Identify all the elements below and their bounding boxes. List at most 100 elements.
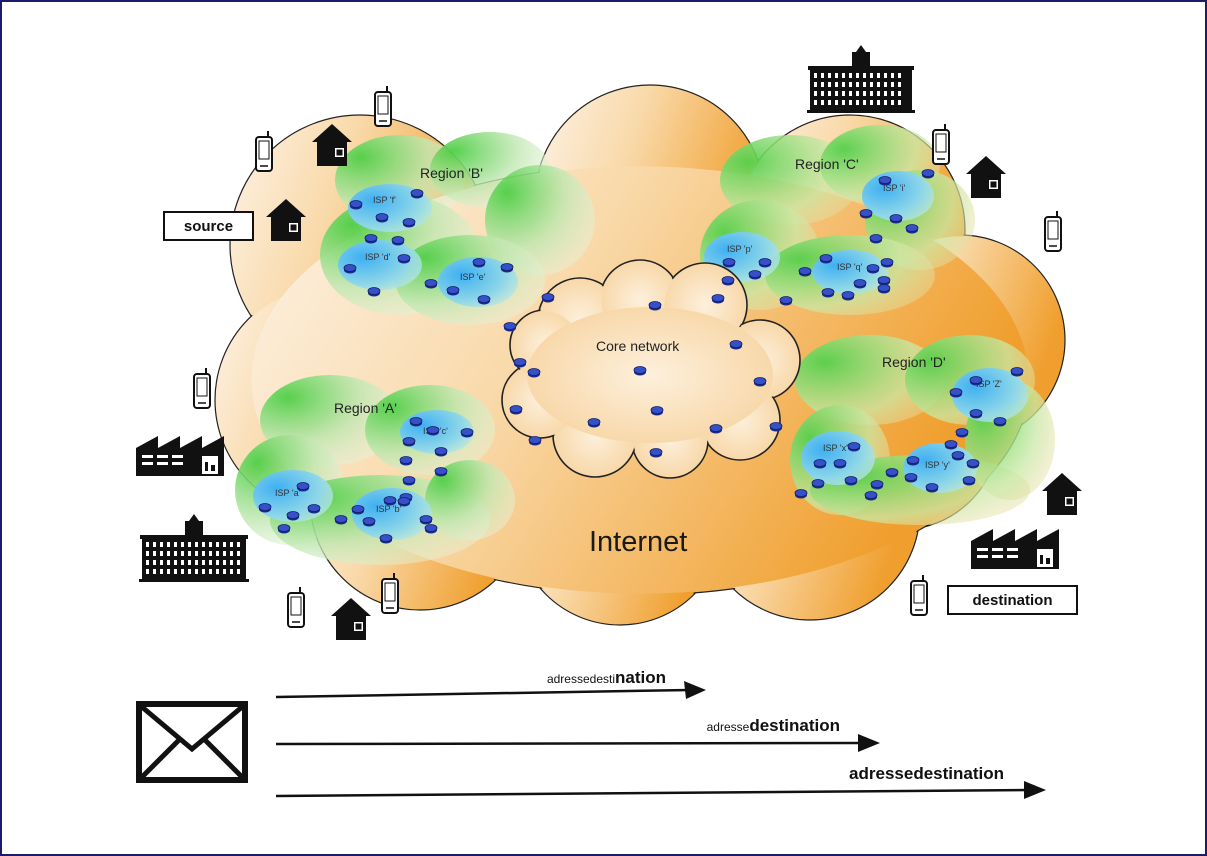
router-icon bbox=[906, 456, 920, 466]
router-icon bbox=[472, 258, 486, 268]
router-icon bbox=[709, 424, 723, 434]
isp-p-label: ISP 'p' bbox=[727, 244, 753, 254]
house-icon bbox=[966, 156, 1006, 198]
router-icon bbox=[500, 263, 514, 273]
core-network-label: Core network bbox=[596, 338, 680, 354]
router-icon bbox=[460, 428, 474, 438]
source-label-box: source bbox=[163, 211, 254, 241]
isp-e-label: ISP 'e' bbox=[460, 272, 486, 282]
isp-a-label: ISP 'a' bbox=[275, 488, 301, 498]
router-icon bbox=[949, 388, 963, 398]
router-icon bbox=[758, 258, 772, 268]
router-icon bbox=[847, 442, 861, 452]
router-icon bbox=[925, 483, 939, 493]
router-icon bbox=[819, 254, 833, 264]
router-icon bbox=[1010, 367, 1024, 377]
router-icon bbox=[833, 459, 847, 469]
house-icon bbox=[266, 199, 306, 241]
routers bbox=[258, 169, 1024, 544]
router-icon bbox=[402, 437, 416, 447]
source-label: source bbox=[184, 218, 233, 235]
destination-label-box: destination bbox=[947, 585, 1078, 615]
router-icon bbox=[904, 473, 918, 483]
router-icon bbox=[351, 505, 365, 515]
isp-cloud-b: ISP 'b' bbox=[352, 488, 432, 540]
router-icon bbox=[410, 189, 424, 199]
router-icon bbox=[841, 291, 855, 301]
isp-f-label: ISP 'f' bbox=[373, 195, 396, 205]
isp-cloud-d: ISP 'd' bbox=[338, 240, 422, 290]
isp-q-label: ISP 'q' bbox=[837, 262, 863, 272]
isp-z-label: ISP 'Z' bbox=[976, 379, 1002, 389]
router-icon bbox=[527, 368, 541, 378]
router-icon bbox=[402, 476, 416, 486]
isp-x-label: ISP 'x' bbox=[823, 443, 848, 453]
router-icon bbox=[969, 409, 983, 419]
router-icon bbox=[397, 254, 411, 264]
router-icon bbox=[905, 224, 919, 234]
isp-b-label: ISP 'b' bbox=[376, 504, 402, 514]
router-icon bbox=[397, 497, 411, 507]
router-icon bbox=[821, 288, 835, 298]
isp-cloud-e: ISP 'e' bbox=[438, 257, 518, 307]
router-icon bbox=[722, 258, 736, 268]
envelope-icon bbox=[136, 701, 248, 783]
phone-icon bbox=[381, 573, 399, 614]
router-icon bbox=[966, 459, 980, 469]
core-network-cloud: Core network bbox=[501, 259, 801, 479]
internet-label: Internet bbox=[589, 526, 687, 558]
phone-icon bbox=[910, 575, 928, 616]
router-icon bbox=[721, 276, 735, 286]
building-icon bbox=[139, 514, 249, 582]
router-icon bbox=[307, 504, 321, 514]
phone-icon bbox=[932, 124, 950, 165]
router-icon bbox=[955, 428, 969, 438]
router-icon bbox=[779, 296, 793, 306]
router-icon bbox=[633, 366, 647, 376]
region-a-label: Region 'A' bbox=[334, 400, 397, 416]
factory-icon bbox=[971, 529, 1059, 569]
phone-icon bbox=[287, 587, 305, 628]
factory-icon bbox=[136, 436, 224, 476]
router-icon bbox=[509, 405, 523, 415]
router-icon bbox=[877, 276, 891, 286]
router-icon bbox=[399, 456, 413, 466]
router-icon bbox=[375, 213, 389, 223]
router-icon bbox=[343, 264, 357, 274]
router-icon bbox=[859, 209, 873, 219]
router-icon bbox=[258, 503, 272, 513]
router-icon bbox=[409, 417, 423, 427]
router-icon bbox=[944, 440, 958, 450]
isp-d-label: ISP 'd' bbox=[365, 252, 391, 262]
router-icon bbox=[869, 234, 883, 244]
router-icon bbox=[711, 294, 725, 304]
router-icon bbox=[513, 358, 527, 368]
router-icon bbox=[367, 287, 381, 297]
isp-i-label: ISP 'i' bbox=[883, 183, 906, 193]
phone-icon bbox=[1044, 211, 1062, 252]
message-3-text: adressedestination bbox=[849, 764, 1004, 783]
message-arrow-1: adressedestination bbox=[275, 668, 706, 699]
router-icon bbox=[426, 426, 440, 436]
router-icon bbox=[877, 284, 891, 294]
router-icon bbox=[383, 496, 397, 506]
house-icon bbox=[312, 124, 352, 166]
router-icon bbox=[424, 524, 438, 534]
router-icon bbox=[853, 279, 867, 289]
router-icon bbox=[424, 279, 438, 289]
phone-icon bbox=[255, 131, 273, 172]
router-icon bbox=[889, 214, 903, 224]
isp-cloud-x: ISP 'x' bbox=[801, 431, 875, 485]
router-icon bbox=[649, 448, 663, 458]
router-icon bbox=[587, 418, 601, 428]
region-c-label: Region 'C' bbox=[795, 156, 859, 172]
router-icon bbox=[477, 295, 491, 305]
router-icon bbox=[748, 270, 762, 280]
router-icon bbox=[434, 447, 448, 457]
router-icon bbox=[870, 480, 884, 490]
message-2-text: adressedestination bbox=[707, 716, 840, 735]
message-arrow-2: adressedestination bbox=[275, 716, 880, 752]
building-icon bbox=[807, 45, 915, 113]
router-icon bbox=[648, 301, 662, 311]
